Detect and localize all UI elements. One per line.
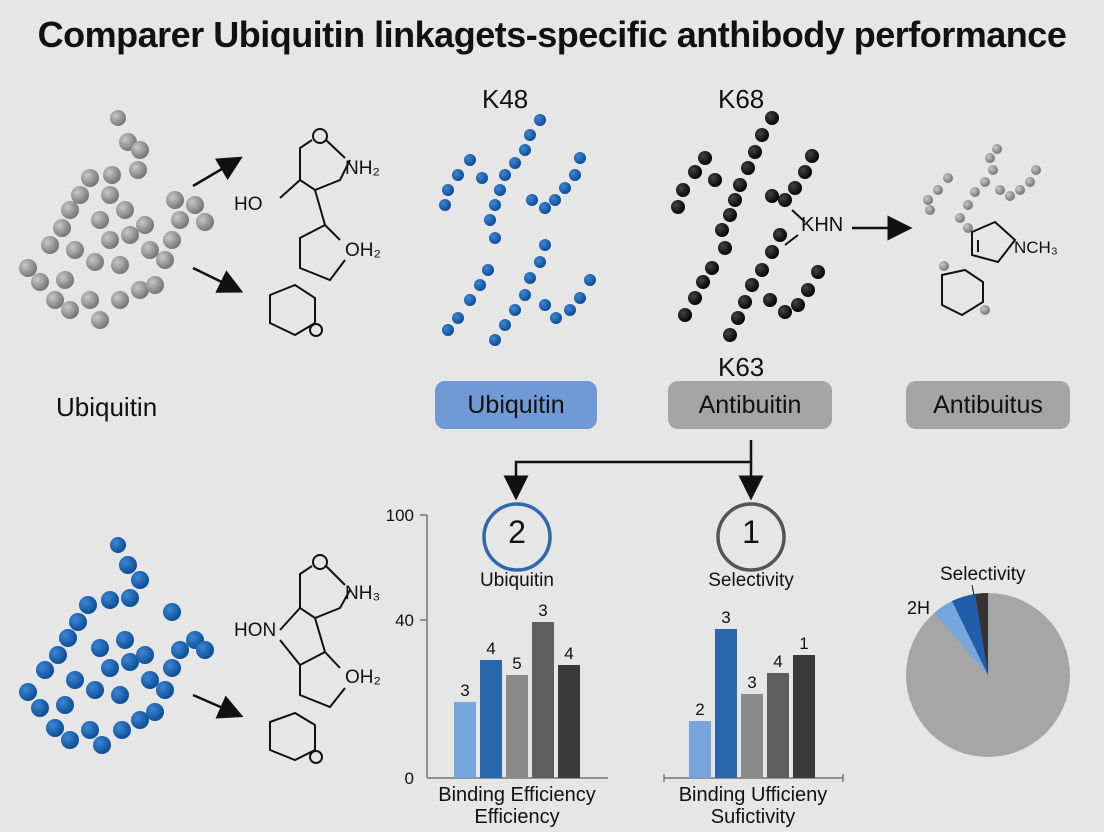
chart1-xlabel-line2: Efficiency (474, 806, 560, 828)
ubiquitin-label: Ubiquitin (56, 392, 158, 422)
k48-chain-structure (439, 114, 596, 346)
chem-oh2-label-2: OH₂ (345, 667, 381, 688)
k63-k68-chain-structure (671, 111, 825, 342)
antibuitin-pill: Antibuitin (668, 381, 832, 429)
k68-label: K68 (718, 84, 765, 114)
bar-label: 3 (747, 673, 757, 692)
chem-nh2-label: NH₂ (345, 158, 380, 179)
chart2-title: Selectivity (708, 570, 794, 591)
ubiquitin-structure-gray (19, 110, 214, 329)
bar-label: 4 (773, 652, 783, 671)
bar-label: 4 (564, 644, 574, 663)
pie-2h-label: 2H (907, 598, 931, 618)
y-tick-100: 100 (385, 506, 414, 525)
chart1-title: Ubiquitin (480, 570, 554, 591)
chart1-xlabel-line1: Binding Efficiency (438, 784, 596, 806)
ubiquitin-structure-blue (19, 537, 214, 754)
chemical-structure-1 (269, 128, 351, 337)
badge-1: 1 (742, 514, 760, 550)
k63-label: K63 (718, 352, 765, 382)
bar-label: 3 (538, 601, 548, 620)
nch3-label: NCH₃ (1014, 238, 1058, 257)
badge-2: 2 (508, 514, 526, 550)
chem-hon-label: HON (234, 620, 277, 641)
bar-label: 3 (721, 608, 731, 627)
bar-label: 4 (486, 639, 496, 658)
bar-label: 1 (799, 634, 809, 653)
chem-nh3-label: NH₃ (345, 583, 381, 604)
chart2-xlabel-line2: Sufictivity (710, 806, 796, 828)
y-tick-0: 0 (404, 769, 414, 788)
antibody-fragment-structure (923, 144, 1041, 315)
page-title: Comparer Ubiquitin linkagets-specific an… (37, 14, 1067, 55)
pie-chart (906, 592, 1070, 757)
khn-label: KHN (801, 214, 844, 236)
chem-ho-label: HO (234, 194, 263, 215)
bar-label: 5 (512, 654, 522, 673)
antibuitus-pill: Antibuitus (906, 381, 1070, 429)
bar-label: 2 (695, 700, 705, 719)
chem-oh2-label: OH₂ (345, 240, 381, 261)
bar-label: 3 (460, 681, 470, 700)
k48-label: K48 (482, 84, 529, 114)
chemical-structure-2 (269, 554, 351, 764)
ubiquitin-pill: Ubiquitin (435, 381, 597, 429)
pie-title: Selectivity (940, 564, 1026, 585)
y-tick-40: 40 (395, 611, 414, 630)
chart2-xlabel-line1: Binding Ufficieny (678, 784, 828, 806)
